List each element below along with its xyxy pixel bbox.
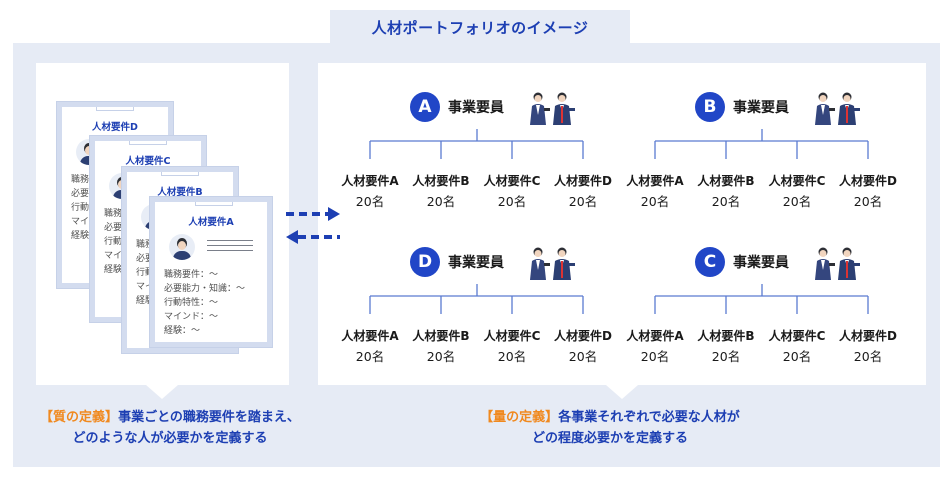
requirement-label: 人材要件B <box>412 174 470 188</box>
card-fields: 職務要件：〜必要能力・知識：〜行動特性：〜マインド：〜経験：〜 <box>164 270 246 336</box>
card-text-lines <box>207 240 253 255</box>
card-title: 人材要件B <box>157 187 203 198</box>
business-people-icon <box>524 91 580 125</box>
quality-pointer <box>146 385 178 399</box>
business-people-icon <box>809 91 865 125</box>
card-title: 人材要件D <box>92 122 138 133</box>
group-badge: C <box>695 247 725 277</box>
headcount-value: 20名 <box>497 194 527 209</box>
card-clip <box>96 107 134 111</box>
group-badge: A <box>410 92 440 122</box>
headcount-value: 20名 <box>782 349 812 364</box>
requirement-label: 人材要件B <box>412 329 470 343</box>
requirement-label: 人材要件C <box>768 329 826 343</box>
card-clip <box>129 141 167 145</box>
headcount-value: 20名 <box>355 194 385 209</box>
requirement-label: 人材要件A <box>341 329 399 343</box>
headcount-value: 20名 <box>568 194 598 209</box>
headcount-value: 20名 <box>640 349 670 364</box>
group-label: 事業要員 <box>448 255 504 271</box>
person-avatar-icon <box>169 234 195 260</box>
tree-connector <box>369 284 584 314</box>
headcount-value: 20名 <box>853 349 883 364</box>
business-people-icon <box>524 246 580 280</box>
requirement-label: 人材要件C <box>483 329 541 343</box>
requirement-label: 人材要件D <box>554 329 612 343</box>
business-people-icon <box>809 246 865 280</box>
quantity-pointer <box>606 385 638 399</box>
requirement-label: 人材要件D <box>554 174 612 188</box>
requirement-label: 人材要件D <box>839 329 897 343</box>
tree-connector <box>369 129 584 159</box>
group-badge: D <box>410 247 440 277</box>
card-title: 人材要件A <box>188 217 234 228</box>
headcount-value: 20名 <box>426 349 456 364</box>
requirement-label: 人材要件B <box>697 329 755 343</box>
group-badge: B <box>695 92 725 122</box>
requirement-label: 人材要件C <box>768 174 826 188</box>
headcount-value: 20名 <box>782 194 812 209</box>
headcount-value: 20名 <box>853 194 883 209</box>
quantity-caption: 【量の定義】各事業それぞれで必要な人材が どの程度必要かを定義する <box>450 407 770 449</box>
group-label: 事業要員 <box>448 100 504 116</box>
quantity-tag: 【量の定義】 <box>480 410 559 425</box>
quality-caption-line1: 事業ごとの職務要件を踏まえ、 <box>118 410 300 425</box>
requirement-label: 人材要件B <box>697 174 755 188</box>
quality-tag: 【質の定義】 <box>40 410 119 425</box>
card-clip <box>195 202 233 206</box>
quality-caption-line2: どのような人が必要かを定義する <box>72 431 268 446</box>
quantity-caption-line1: 各事業それぞれで必要な人材が <box>558 410 740 425</box>
headcount-value: 20名 <box>711 349 741 364</box>
quantity-caption-line2: どの程度必要かを定義する <box>531 431 688 446</box>
headcount-value: 20名 <box>497 349 527 364</box>
tree-connector <box>654 284 869 314</box>
tree-connector <box>654 129 869 159</box>
page-title: 人材ポートフォリオのイメージ <box>330 10 630 44</box>
card-title: 人材要件C <box>125 156 171 167</box>
requirement-label: 人材要件A <box>626 174 684 188</box>
group-label: 事業要員 <box>733 100 789 116</box>
requirement-label: 人材要件A <box>626 329 684 343</box>
requirement-label: 人材要件C <box>483 174 541 188</box>
requirement-label: 人材要件D <box>839 174 897 188</box>
headcount-value: 20名 <box>426 194 456 209</box>
headcount-value: 20名 <box>355 349 385 364</box>
headcount-value: 20名 <box>640 194 670 209</box>
arrow-left-icon <box>286 230 340 244</box>
arrow-right-icon <box>286 207 340 221</box>
requirement-card-a: 人材要件A 職務要件：〜必要能力・知識：〜行動特性：〜マインド：〜経験：〜 <box>150 197 272 347</box>
card-clip <box>161 172 199 176</box>
quality-caption: 【質の定義】事業ごとの職務要件を踏まえ、 どのような人が必要かを定義する <box>20 407 320 449</box>
headcount-value: 20名 <box>711 194 741 209</box>
headcount-value: 20名 <box>568 349 598 364</box>
requirement-label: 人材要件A <box>341 174 399 188</box>
group-label: 事業要員 <box>733 255 789 271</box>
